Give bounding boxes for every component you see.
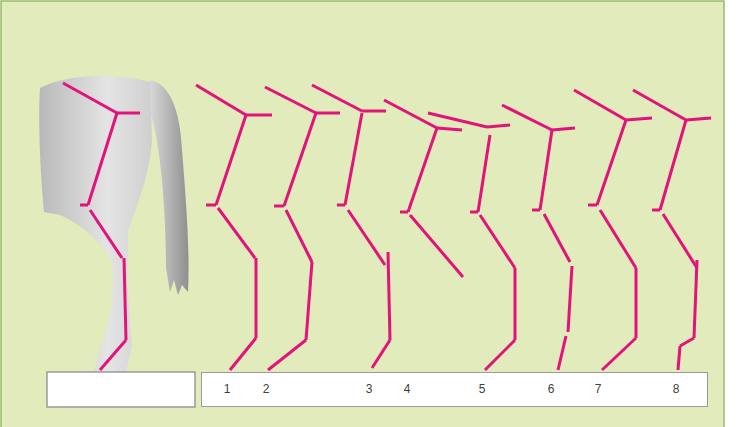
bone-line [678, 346, 680, 370]
leg-skeleton [196, 85, 272, 370]
bone-line [372, 340, 390, 368]
bone-line [408, 128, 437, 212]
bone-line [88, 113, 117, 205]
bone-line [100, 340, 126, 370]
bone-line [362, 110, 386, 113]
bone-line [600, 210, 636, 268]
bone-line [602, 338, 636, 370]
bone-line [597, 120, 626, 205]
bone-line [437, 128, 462, 130]
leg-skeletons [63, 83, 711, 370]
leg-skeleton [63, 83, 140, 370]
bone-line [286, 210, 312, 262]
bone-line [663, 214, 697, 268]
bone-line [574, 90, 626, 120]
bone-line [568, 266, 572, 332]
bone-line [218, 208, 255, 258]
bone-line [80, 204, 88, 207]
bone-line [284, 113, 316, 206]
bone-line [588, 204, 597, 207]
bone-line [337, 204, 345, 207]
bone-line [410, 215, 463, 277]
callout-number: 6 [548, 382, 555, 396]
bone-line [230, 338, 256, 370]
bone-line [348, 210, 385, 265]
leg-skeleton [428, 113, 515, 370]
leg-skeleton [265, 87, 340, 370]
bone-line [274, 205, 284, 208]
bone-line [480, 215, 515, 268]
bone-line [428, 113, 487, 127]
bone-line [400, 211, 408, 214]
callout-number: 5 [479, 382, 486, 396]
bone-line [316, 112, 340, 115]
bone-line [514, 268, 517, 340]
number-box: 1 2 3 4 5 6 7 8 [201, 372, 708, 407]
leg-skeleton [502, 105, 575, 370]
bone-line [660, 120, 686, 210]
empty-box [47, 372, 195, 407]
bone-line [206, 204, 216, 207]
bone-line [63, 83, 117, 113]
leg-skeleton [633, 90, 711, 370]
bone-line [268, 340, 306, 370]
leg-skeleton [574, 90, 652, 370]
callout-number: 7 [595, 382, 602, 396]
bone-line [532, 209, 540, 212]
bone-line [216, 115, 246, 205]
bone-line [502, 105, 552, 130]
bone-line [388, 252, 390, 340]
callout-number: 8 [673, 382, 680, 396]
callout-number: 3 [366, 382, 373, 396]
bone-line [680, 338, 694, 346]
bone-line [90, 210, 122, 258]
callout-number: 1 [224, 382, 231, 396]
bone-line [635, 268, 638, 338]
bone-line [306, 262, 312, 340]
callout-number: 2 [263, 382, 270, 396]
bone-line [470, 211, 478, 214]
background-panel [1, 1, 724, 427]
horse-tail [150, 80, 189, 295]
bone-line [633, 90, 686, 120]
bone-line [246, 114, 272, 117]
bone-line [478, 135, 490, 212]
bone-line [652, 209, 660, 212]
bone-line [544, 214, 570, 262]
bone-line [694, 260, 697, 338]
leg-skeleton [312, 85, 390, 368]
bone-line [487, 125, 510, 127]
bone-line [552, 128, 575, 130]
bone-line [626, 118, 652, 120]
bone-line [345, 113, 362, 205]
bone-line [686, 118, 711, 120]
bone-line [265, 87, 316, 113]
bone-line [255, 258, 258, 338]
bone-line [196, 85, 246, 115]
callout-number: 4 [404, 382, 411, 396]
leg-skeleton [384, 100, 463, 277]
bone-line [124, 258, 126, 340]
bone-line [312, 85, 362, 111]
bone-line [485, 340, 515, 370]
bone-line [117, 112, 140, 115]
horse-hindquarter [39, 76, 152, 372]
bone-line [558, 336, 566, 370]
bone-line [540, 130, 552, 210]
